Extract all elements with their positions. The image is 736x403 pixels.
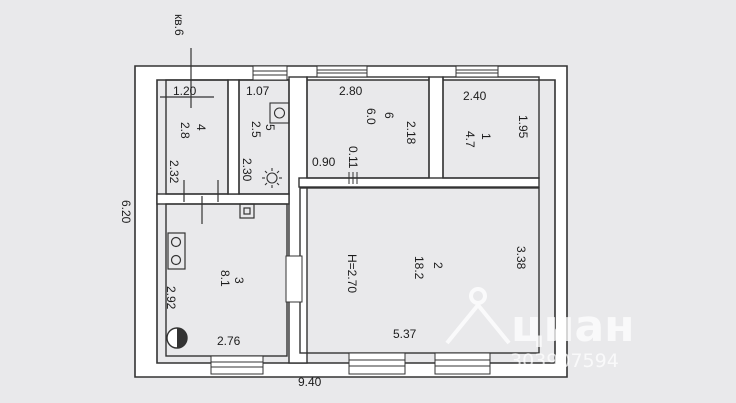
room-1-id: 1 [479, 133, 493, 140]
room-6-door: 0.90 [312, 155, 336, 169]
room-2-depth: 3.38 [514, 246, 528, 270]
entrance-marker [160, 48, 219, 224]
interior-walls [156, 76, 540, 364]
room-2-ceiling-height: H=2.70 [345, 254, 359, 293]
room-1-depth: 1.95 [516, 115, 530, 139]
sink-icon [239, 203, 255, 219]
room-6-depth: 2.18 [404, 121, 418, 145]
overall-width: 9.40 [298, 375, 322, 389]
room-3-depth: 2.92 [164, 286, 178, 310]
room-2-id: 2 [431, 262, 445, 269]
room-1-width: 2.40 [463, 89, 487, 103]
watermark-brand: циан [511, 301, 635, 352]
room-6-area: 6.0 [364, 108, 378, 125]
overall-height: 6.20 [119, 200, 133, 224]
oven-icon [166, 327, 188, 349]
room-6-extra: 0.11 [346, 146, 360, 169]
door-hatch [348, 172, 358, 184]
room-1-area: 4.7 [463, 131, 477, 148]
stove-icon [167, 232, 186, 270]
room-3-width: 2.76 [217, 334, 241, 348]
room-6-width: 2.80 [339, 84, 363, 98]
room-2-width: 5.37 [393, 327, 417, 341]
outer-wall [134, 65, 568, 378]
cian-logo-icon [445, 287, 511, 345]
room-5-depth: 2.30 [240, 158, 254, 182]
room-3-id: 3 [232, 277, 246, 284]
room-4-width: 1.20 [173, 84, 197, 98]
boiler-icon [269, 102, 290, 124]
room-5-width: 1.07 [246, 84, 270, 98]
windows [210, 65, 499, 375]
room-5-id: 5 [263, 124, 277, 131]
room-4-depth: 2.32 [167, 160, 181, 184]
room-4-id: 4 [194, 124, 208, 131]
room-6-id: 6 [382, 112, 396, 119]
apartment-marker: кв.6 [172, 14, 186, 36]
room-3-area: 8.1 [218, 270, 232, 287]
room-5-area: 2.5 [249, 121, 263, 138]
room-4-area: 2.8 [178, 122, 192, 139]
sun-icon [262, 168, 282, 188]
room-2-area: 18.2 [412, 256, 426, 280]
watermark-number: 303907594 [510, 350, 619, 372]
